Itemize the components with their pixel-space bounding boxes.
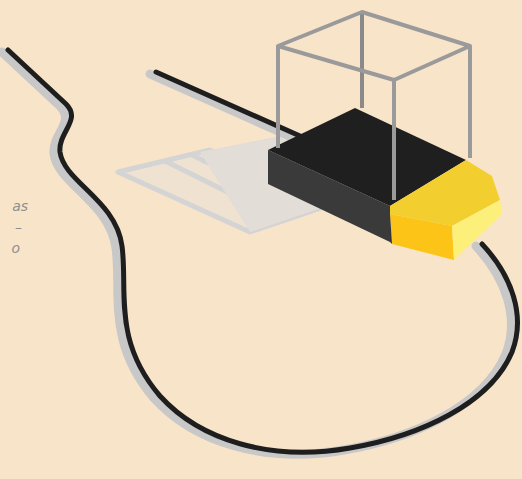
note-text: o	[11, 239, 20, 257]
track-shadow	[2, 52, 511, 454]
note-text: –	[15, 218, 22, 236]
agv-cart	[268, 12, 502, 260]
note-text: as	[12, 197, 28, 215]
guide-track	[8, 50, 517, 452]
